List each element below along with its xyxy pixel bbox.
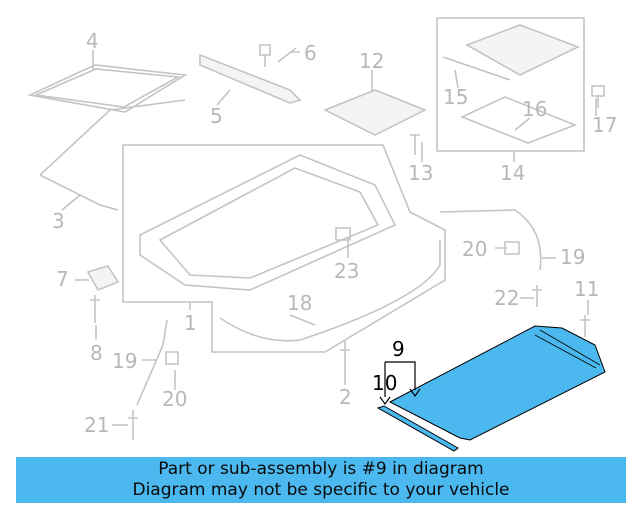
label-6: 6 [304,41,317,65]
label-20-right: 20 [462,237,487,261]
label-19-left: 19 [112,349,137,373]
part-19-drain-left [136,319,168,406]
label-20-left: 20 [162,387,187,411]
label-12: 12 [359,49,384,73]
label-9: 9 [392,337,405,361]
part-5-deflector [199,53,302,104]
label-16: 16 [522,97,547,121]
label-13: 13 [408,161,433,185]
part-20-clip-right [504,241,520,255]
label-14: 14 [500,161,525,185]
part-20-clip-left [165,351,179,365]
part-11-bolt [580,315,590,337]
banner-line-disclaimer: Diagram may not be specific to your vehi… [132,480,510,500]
part-3-weatherstrip [39,99,186,211]
label-5: 5 [210,104,223,128]
label-10: 10 [372,371,397,395]
info-banner: Part or sub-assembly is #9 in diagram Di… [16,457,626,503]
part-2-bolt [340,340,350,370]
part-1-box [122,144,446,353]
part-4-glass [27,64,188,113]
part-23-clip [335,227,351,241]
label-1: 1 [184,311,197,335]
part-19-drain-right [439,209,542,271]
label-2: 2 [339,385,352,409]
part-21-bolt [128,410,138,440]
label-23: 23 [334,259,359,283]
label-3: 3 [52,209,65,233]
label-18: 18 [287,291,312,315]
label-8: 8 [90,341,103,365]
leader-lines [61,50,597,426]
label-21: 21 [84,413,109,437]
leader-9-10 [379,361,421,406]
part-14-box [436,17,585,152]
label-17: 17 [592,113,617,137]
part-18-cable [219,240,441,342]
part-16-seal [459,96,578,144]
part-12-panel [323,89,427,136]
label-15: 15 [443,85,468,109]
part-7-motor [86,265,120,292]
label-4: 4 [86,29,99,53]
part-1-frame [139,154,397,291]
part-22-bolt [532,285,542,307]
part-17-bolt [591,85,605,108]
label-19-right: 19 [560,245,585,269]
part-9-sunshade [388,325,606,441]
label-11: 11 [574,277,599,301]
part-15-strip [442,56,511,81]
part-9-rail [534,329,601,369]
label-7: 7 [56,267,69,291]
part-13-bolt [410,134,420,155]
banner-line-part: Part or sub-assembly is #9 in diagram [158,459,484,479]
label-22: 22 [494,286,519,310]
part-14-glass [465,24,581,76]
part-8-bolt [90,295,100,323]
part-10-strip [376,405,459,452]
part-6-fasteners [259,44,297,67]
